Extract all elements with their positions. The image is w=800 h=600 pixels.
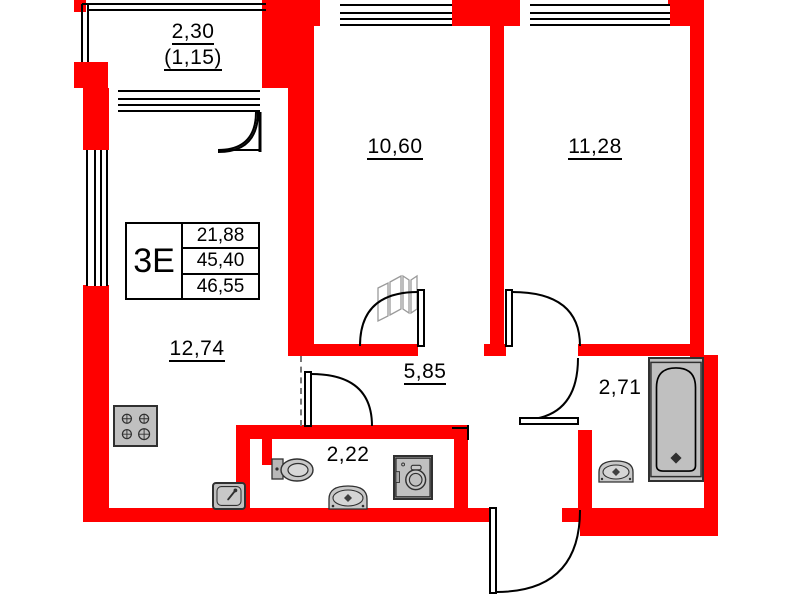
area-label-bedroom-left: 10,60 bbox=[340, 135, 450, 161]
washing-machine-icon bbox=[393, 455, 433, 500]
wall-bedroom-right-south bbox=[580, 344, 704, 356]
wall-left-balcony bbox=[74, 0, 86, 12]
wall-kitchen-top-right bbox=[262, 62, 288, 88]
sliding-door-icon bbox=[374, 272, 426, 324]
wall-wc-west-pier bbox=[262, 425, 272, 465]
wall-bedroom-left-south-a bbox=[288, 344, 418, 356]
wall-left-exterior-upper bbox=[83, 88, 109, 150]
wall-bathroom-west-upper bbox=[578, 344, 592, 356]
wall-entry-east-stub bbox=[562, 508, 592, 522]
unit-area-without-balcony: 45,40 bbox=[183, 249, 258, 275]
area-label-wc: 2,22 bbox=[303, 443, 393, 467]
area-label-kitchen: 12,74 bbox=[142, 337, 252, 363]
area-label-bedroom-right: 11,28 bbox=[540, 135, 650, 161]
area-label-balcony: 2,30 bbox=[133, 20, 253, 46]
area-label-hall: 5,85 bbox=[370, 360, 480, 386]
kitchen-sink-icon bbox=[212, 482, 246, 510]
wall-bedroom-left-west bbox=[288, 0, 314, 352]
area-label-balcony-coef: (1,15) bbox=[133, 46, 253, 72]
wall-right-exterior-bathroom bbox=[704, 355, 718, 513]
opening-dashed-line bbox=[300, 356, 302, 426]
wall-wc-east bbox=[454, 425, 468, 522]
balcony-area-value: 2,30 bbox=[171, 20, 215, 46]
window-bedroom-left bbox=[340, 4, 452, 26]
wc-area-value: 2,22 bbox=[326, 443, 370, 466]
wall-bathroom-west bbox=[578, 430, 592, 522]
bathroom-sink-icon bbox=[596, 458, 636, 484]
wall-right-exterior bbox=[690, 0, 704, 360]
wc-sink-icon bbox=[325, 483, 371, 511]
wall-wc-north bbox=[236, 425, 468, 439]
balcony-coefficient-value: (1,15) bbox=[164, 46, 222, 72]
kitchen-area-value: 12,74 bbox=[169, 337, 225, 363]
area-label-bathroom: 2,71 bbox=[575, 376, 665, 400]
wall-bathroom-south bbox=[578, 508, 718, 522]
wall-top-exterior-mid-pier bbox=[452, 0, 520, 26]
window-bedroom-right bbox=[530, 4, 670, 26]
wall-left-exterior-lower bbox=[83, 285, 109, 520]
bathroom-area-value: 2,71 bbox=[598, 376, 642, 399]
unit-total-area: 46,55 bbox=[196, 275, 245, 297]
bedroom-right-area-value: 11,28 bbox=[568, 135, 622, 161]
bathtub-icon bbox=[648, 357, 704, 482]
wall-entry-outer-bottom bbox=[580, 522, 718, 536]
unit-code: 3Е bbox=[127, 224, 183, 298]
wall-entry-outer-right bbox=[704, 508, 718, 536]
window-balcony-door bbox=[118, 90, 260, 112]
wall-balcony-bottom-left bbox=[74, 62, 108, 88]
unit-living-area: 21,88 bbox=[183, 224, 258, 250]
stove-icon bbox=[113, 405, 158, 447]
unit-info-box: 3Е 21,88 45,40 46,55 bbox=[125, 222, 260, 300]
wall-between-bedrooms bbox=[490, 0, 504, 352]
wall-bedroom-left-south-b bbox=[484, 344, 506, 356]
wall-balcony-right bbox=[262, 0, 288, 66]
hall-area-value: 5,85 bbox=[403, 360, 447, 386]
wall-wc-south bbox=[236, 508, 468, 522]
wall-entry-south bbox=[454, 508, 494, 522]
toilet-icon bbox=[271, 455, 315, 485]
bedroom-left-area-value: 10,60 bbox=[367, 135, 423, 161]
window-kitchen-left bbox=[86, 150, 108, 286]
wall-kitchen-south-stub bbox=[236, 425, 266, 439]
